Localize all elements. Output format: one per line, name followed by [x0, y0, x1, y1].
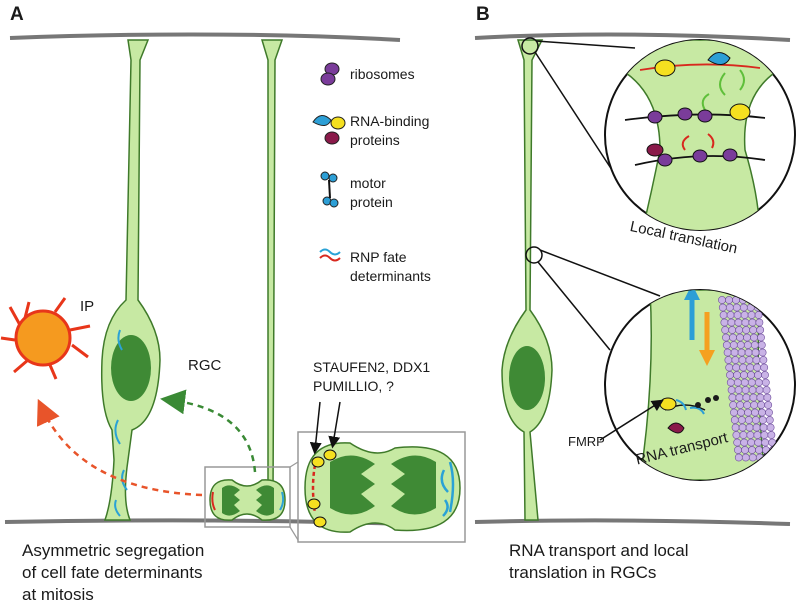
rnp-fate-determinants-left — [114, 329, 128, 517]
arrow-to-ip — [36, 398, 203, 497]
caption-a-line2: of cell fate determinants — [22, 563, 203, 582]
daughter-nucleus-left-small — [222, 485, 240, 516]
rgc-nucleus-left — [111, 335, 151, 401]
daughter-nucleus-right — [391, 455, 436, 515]
fmrp-label: FMRP — [568, 434, 605, 449]
caption-b-line2: translation in RGCs — [509, 563, 657, 582]
rgc-cell-b — [501, 39, 553, 521]
motor-protein-icon — [320, 171, 339, 208]
arrow-to-rgc — [160, 389, 257, 473]
microtubule — [718, 296, 778, 462]
zoom-box-large — [297, 431, 466, 543]
caption-b-line1: RNA transport and local — [509, 541, 689, 560]
caption-a-line1: Asymmetric segregation — [22, 541, 205, 560]
ip-cell — [0, 297, 91, 380]
rgc-cell-right — [260, 39, 284, 496]
caption-a-line3: at mitosis — [22, 585, 94, 604]
local-translation-zoom — [604, 39, 796, 231]
legend-rbp-line2: proteins — [350, 132, 400, 148]
staufen-arrow-2 — [328, 401, 341, 449]
legend-ribosomes: ribosomes — [350, 66, 415, 82]
apical-surface-b — [474, 32, 791, 42]
rgc-label: RGC — [188, 357, 222, 374]
rgc-fiber-right — [260, 39, 284, 496]
fmrp-arrow — [599, 399, 664, 441]
zoom-circle-bottom-small — [525, 246, 543, 264]
rgc-body-left — [100, 39, 161, 521]
ip-cell-body — [14, 309, 72, 367]
zoom-circle-top-small — [521, 37, 539, 55]
panel-b-surfaces — [474, 32, 791, 526]
dividing-cell — [204, 466, 291, 528]
zoom-box-small — [204, 466, 291, 528]
staufen-label-line1: STAUFEN2, DDX1 — [313, 359, 431, 375]
legend-rnp-line1: RNP fate — [350, 249, 407, 265]
ip-label: IP — [80, 298, 95, 315]
legend-icons — [312, 62, 346, 262]
legend-rbp-line1: RNA-binding — [350, 113, 430, 129]
legend-motor-line2: protein — [350, 194, 393, 210]
staufen-arrow-1 — [309, 401, 322, 455]
rgc-nucleus-b — [509, 346, 545, 410]
rna-binding-protein-icon — [312, 115, 346, 145]
rnp-fate-determinants-icon — [319, 248, 341, 262]
ribosome-icon — [320, 62, 340, 86]
legend-rnp-line2: determinants — [350, 268, 431, 284]
rna-transport-zoom — [604, 289, 796, 481]
apical-surface-a — [9, 32, 401, 42]
panel-label-a: A — [10, 4, 24, 25]
rgc-cell-left — [100, 39, 161, 521]
daughter-nucleus-left — [330, 455, 375, 515]
panel-label-b: B — [476, 4, 490, 25]
dividing-cell-enlarged — [297, 431, 466, 543]
rgc-body-b — [501, 39, 553, 521]
rnp-fate-determinants-enlarged — [440, 461, 455, 517]
basal-surface-b — [474, 518, 791, 526]
daughter-nucleus-right-small — [256, 485, 274, 516]
staufen-label-line2: PUMILLIO, ? — [313, 378, 394, 394]
legend-motor-line1: motor — [350, 175, 386, 191]
